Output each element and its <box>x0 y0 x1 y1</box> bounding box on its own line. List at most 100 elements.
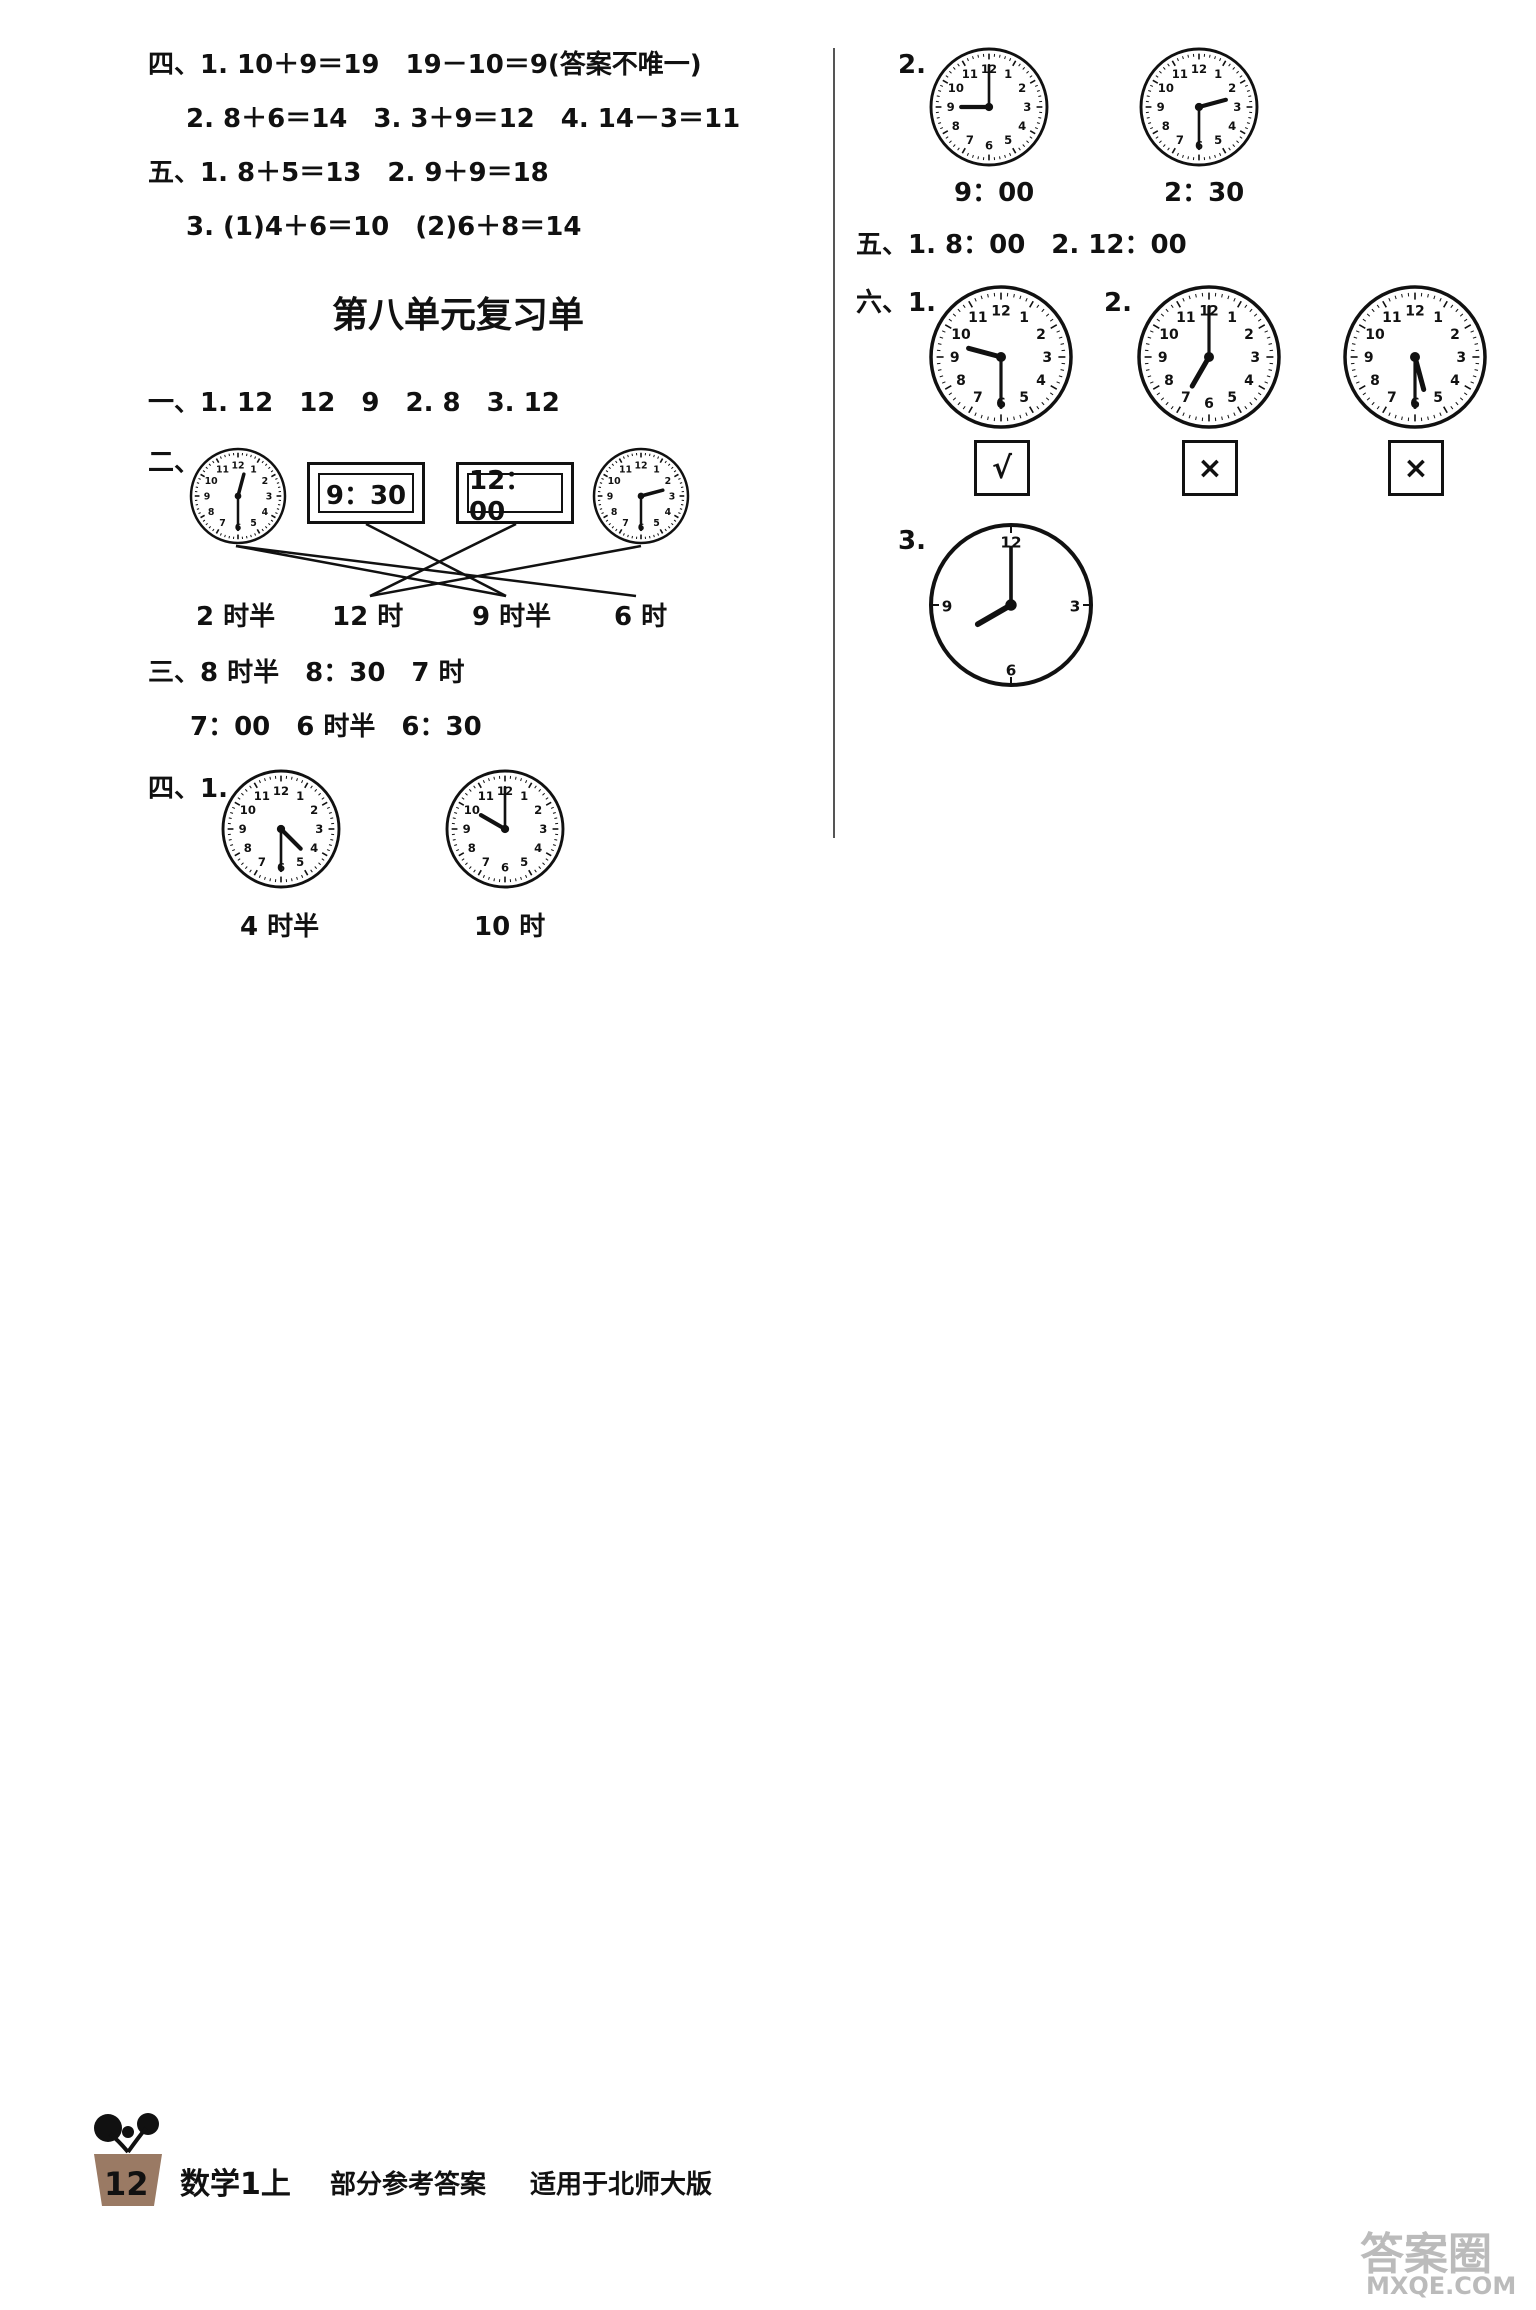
clock-tick <box>1371 401 1375 406</box>
clock-tick <box>520 876 522 880</box>
clock-tick <box>1056 330 1061 333</box>
clock-tick <box>1009 152 1012 156</box>
clock-tick <box>1146 95 1150 97</box>
clock-tick <box>664 528 667 532</box>
clock-tick <box>253 869 258 876</box>
clock-tick <box>938 122 942 124</box>
clock-tick <box>673 514 679 519</box>
clock-numeral: 1 <box>1214 67 1222 81</box>
clock-numeral: 1 <box>520 789 528 803</box>
clock-tick <box>972 154 974 158</box>
si-clock-label-2: 10 时 <box>474 912 546 942</box>
clock-tick <box>952 313 957 317</box>
clock-tick <box>452 839 456 841</box>
clock-tick <box>987 416 989 421</box>
clock-tick <box>326 806 330 809</box>
clock-numeral: 8 <box>956 373 966 389</box>
clock-numeral: 4 <box>1036 373 1046 389</box>
clock-tick <box>520 778 522 782</box>
clock-tick <box>1266 336 1271 339</box>
clock-tick <box>1018 147 1021 151</box>
clock-tick <box>941 330 946 333</box>
clock-numeral: 5 <box>1227 390 1237 406</box>
clock-tick <box>1236 140 1239 144</box>
clock-tick <box>545 858 549 861</box>
clock-tick <box>939 336 944 339</box>
clock-tick <box>1188 414 1191 419</box>
clock-tick <box>1187 156 1189 160</box>
clock-numeral: 4 <box>310 841 318 855</box>
clock-tick <box>657 533 660 536</box>
clock-tick <box>208 463 212 466</box>
clock-tick <box>1171 60 1176 67</box>
clock-tick <box>1214 56 1216 60</box>
clock-tick <box>1268 343 1273 345</box>
clock-tick <box>1366 397 1371 401</box>
clock-tick <box>538 866 542 869</box>
clock-tick <box>1355 381 1360 384</box>
clock-numeral: 3 <box>1456 350 1466 366</box>
clock-tick <box>552 844 556 846</box>
clock-center <box>276 824 286 834</box>
clock-numeral: 3 <box>669 491 676 502</box>
clock-numeral: 3 <box>315 822 323 836</box>
clock-tick <box>1060 369 1065 371</box>
clock-tick <box>1439 297 1442 302</box>
clock-numeral: 3 <box>1070 597 1081 615</box>
clock-tick <box>264 876 266 880</box>
clock-numeral: 1 <box>1227 310 1237 326</box>
clock-tick <box>1233 297 1236 302</box>
si-clock-label-1: 4 时半 <box>240 912 320 942</box>
clock-tick <box>321 858 325 861</box>
match-label-3: 9 时半 <box>472 602 552 632</box>
clock-numeral: 7 <box>219 518 226 529</box>
clock-tick <box>314 866 318 869</box>
clock-tick <box>936 95 940 97</box>
clock-tick <box>1472 336 1477 339</box>
matching-lines <box>235 522 642 598</box>
clock-tick <box>1237 406 1242 414</box>
clock-tick <box>528 869 533 876</box>
clock-tick <box>1351 343 1356 345</box>
clock-tick <box>974 412 977 417</box>
clock-tick <box>987 293 989 298</box>
clock-tick <box>1232 144 1236 147</box>
clock-numeral: 1 <box>296 789 304 803</box>
clock-tick <box>249 869 252 873</box>
clock-tick <box>232 806 236 809</box>
clock-center <box>1204 352 1214 362</box>
clock-numeral: 5 <box>296 855 304 869</box>
clock-tick <box>1170 304 1174 309</box>
clock-tick <box>673 473 679 478</box>
clock-tick <box>1244 127 1248 130</box>
clock-center <box>984 102 994 112</box>
clock-tick <box>1029 75 1033 78</box>
clock-tick <box>545 852 552 857</box>
clock-tick <box>473 785 476 789</box>
clock-tick <box>1029 406 1034 414</box>
clock-tick <box>554 817 558 819</box>
clock-tick <box>461 858 465 861</box>
clock-tick <box>1394 414 1397 419</box>
clock-numeral: 8 <box>952 119 960 133</box>
clock-tick <box>234 852 241 857</box>
clock-tick <box>458 801 465 806</box>
clock-tick <box>1036 122 1040 124</box>
clock-tick <box>1463 318 1468 322</box>
clock-numeral: 2 <box>310 803 318 817</box>
clock-tick <box>261 528 264 532</box>
clock-tick <box>678 477 681 480</box>
clock-tick <box>1239 130 1246 135</box>
clock-tick <box>1162 144 1166 147</box>
clock-tick <box>1401 293 1403 298</box>
clock-tick <box>330 817 334 819</box>
clock-tick <box>957 401 961 406</box>
clock-tick <box>1165 308 1169 313</box>
clock-tick <box>949 140 952 144</box>
clock-tick <box>968 406 973 414</box>
clock-tick <box>1150 84 1154 87</box>
clock-tick <box>618 458 623 464</box>
clock-tick <box>1034 127 1038 130</box>
clock-tick <box>205 522 208 526</box>
